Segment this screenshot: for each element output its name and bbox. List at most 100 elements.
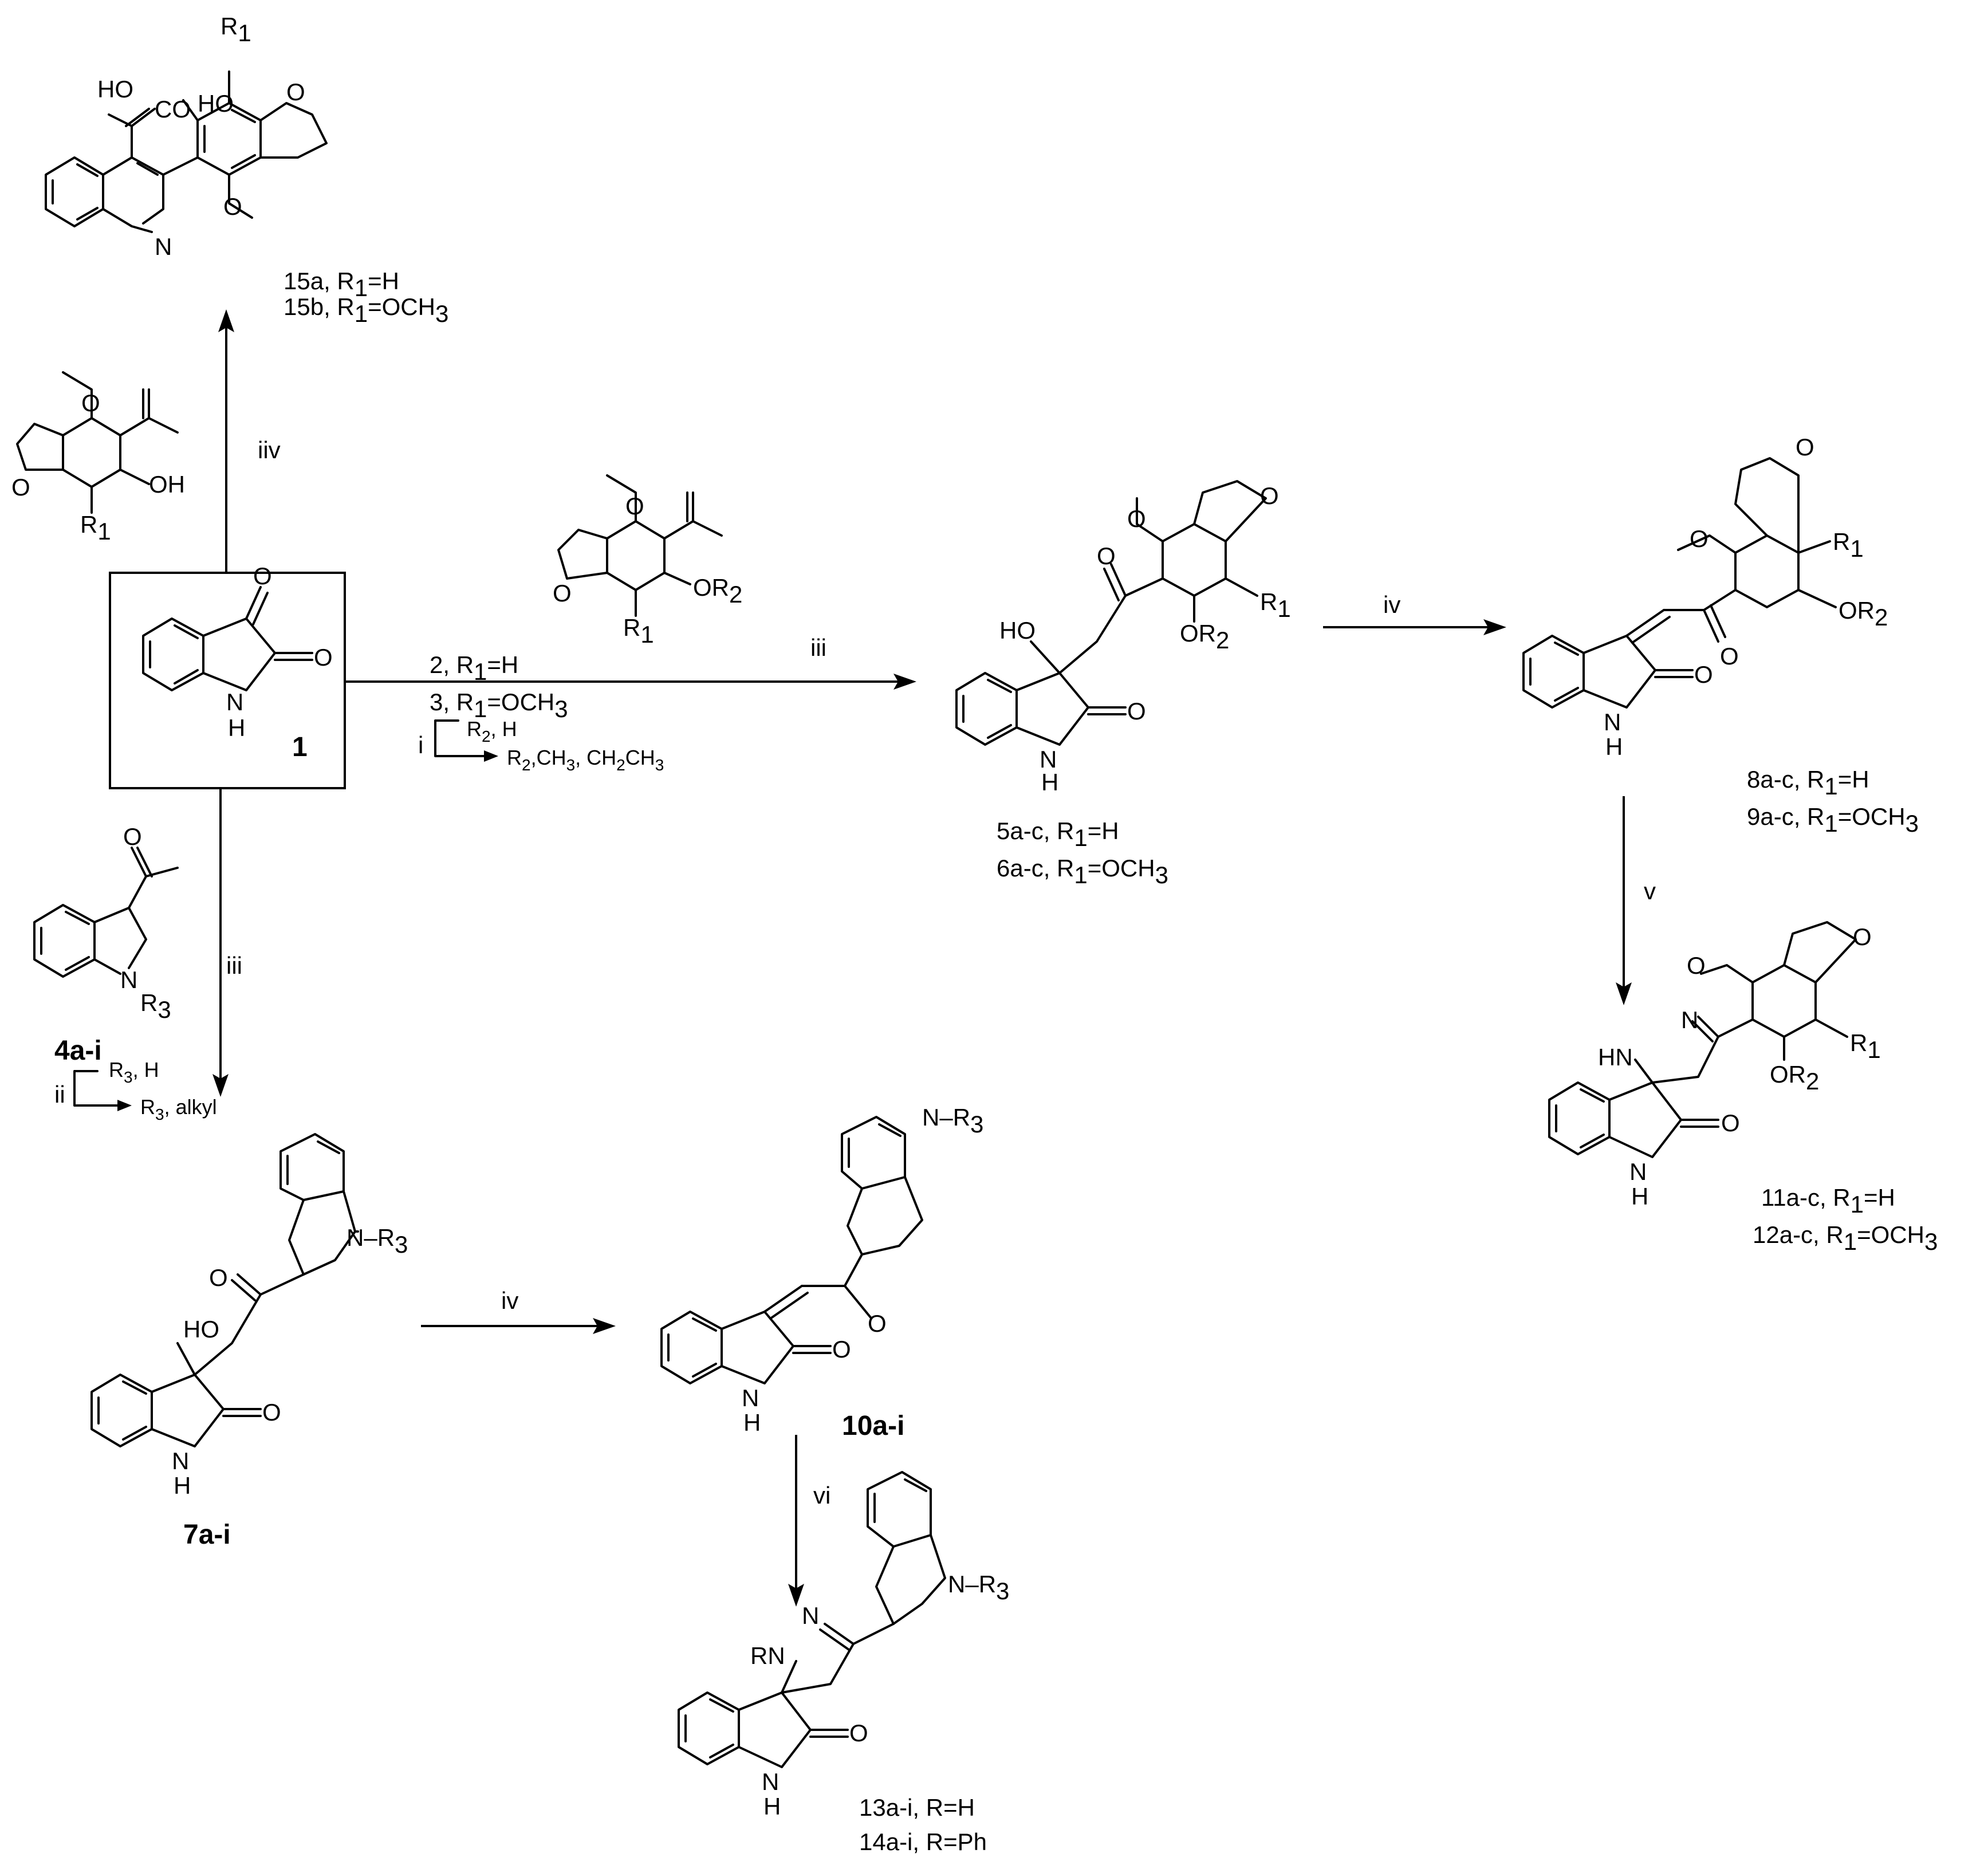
bond [606,474,723,617]
post: , CH [575,746,616,769]
text: R [1800,803,1824,830]
sub: 1 [238,19,251,46]
atom-ho: HO [198,90,234,117]
atom-o: O [11,474,30,501]
reagent-2-3: O O OR2 R1 [553,474,742,648]
bond [1608,1081,1682,1158]
atom-o: O [553,580,572,607]
bond [1136,480,1267,623]
sub: 3 [970,1111,983,1138]
bond [841,1116,906,1190]
label-5: 5a-c, R1=H [997,817,1119,851]
arrow-head [1616,982,1632,1005]
bond [151,1374,225,1447]
tail: =H [487,651,518,678]
tail: =OCH [1088,855,1155,882]
atom-or2: OR2 [1180,620,1229,654]
atom-o: O [1127,698,1146,725]
atom-n-r3: N–R3 [948,1571,1009,1604]
bond [1634,1016,1754,1084]
atom-n-r3: N–R3 [347,1224,408,1258]
bond [955,672,1018,746]
atom-r1: R1 [80,511,111,545]
sub: 1 [474,658,487,685]
bond [557,529,608,580]
compound-3-id: 3, [430,688,450,715]
sub: 3 [566,756,576,774]
atom-ho-acid: HO [97,76,133,103]
atom-o: O [1687,952,1706,979]
sub: 3 [996,1577,1009,1604]
atom-h: H [228,714,245,741]
sub: 1 [1074,861,1087,888]
sub: 1 [1844,1228,1857,1255]
bond [667,1317,717,1378]
post: , H [133,1058,159,1081]
sub: 1 [355,274,368,301]
atom-rn: RN [750,1642,785,1669]
bond [222,1408,262,1417]
bond [1555,1088,1605,1148]
atom-or2: OR2 [693,574,742,608]
bond [1030,563,1164,674]
atom-h: H [763,1793,781,1820]
tail: =OCH [487,688,554,715]
compound-2-id: 2, [430,651,450,678]
arrow-v: v [1616,796,1656,1005]
bond [102,156,164,233]
sub-1: 1 [640,621,654,648]
atom-n-r3: N–R3 [922,1104,983,1138]
or: OR [1839,597,1875,624]
bond [108,108,159,176]
arrow-head [218,309,234,332]
label-2: 2, R1=H [430,651,518,685]
atom-o: O [1097,542,1116,569]
arrow-head [117,1100,132,1111]
compound-13-14: O N RN N–R3 N H 13a-i, R=H 14a-i, R=Ph [678,1471,1009,1855]
sub: 1 [1867,1036,1880,1063]
text: R=Ph [919,1828,987,1855]
atom-h: H [174,1472,191,1499]
tail: =OCH [368,293,435,320]
atom-o: O [1690,525,1709,552]
condition-vi: vi [813,1482,830,1509]
bond [202,617,276,691]
sub: 3 [155,1105,164,1123]
bond [873,1478,927,1523]
text: , R [324,267,355,294]
bond [62,371,179,514]
sub: 1 [97,518,111,545]
atom-ho: HO [999,617,1036,644]
atom-h: H [1631,1183,1648,1210]
atom-n: N [155,233,172,260]
bond [1582,635,1656,709]
sub: 1 [355,300,368,327]
atom-h: H [1605,733,1623,760]
bond [678,1691,740,1765]
bond [162,156,199,176]
sub-r3-alkyl: R3, alkyl [140,1095,217,1123]
bond [1680,1119,1719,1128]
bond [792,1345,832,1354]
atom-n: N [742,1384,759,1411]
atom-h: H [1041,769,1058,796]
atom-r1: R1 [1833,528,1864,562]
atom-o: O [1694,661,1713,688]
arrow-head [212,1074,229,1097]
arrow-iv-bottom: iv [421,1287,616,1334]
text: , R [324,293,355,320]
condition-iiv: iiv [258,436,281,463]
nr: N–R [347,1224,395,1251]
bond [203,109,256,169]
r: R [1850,1029,1867,1056]
sub: 1 [1851,1191,1864,1218]
bond [848,1123,902,1168]
atom-r1: R1 [221,13,251,46]
atom-or2: OR2 [1770,1061,1819,1095]
bond [52,163,99,221]
pre: R [467,717,482,741]
sub: 3 [158,996,171,1023]
atom-co: CO [155,96,191,123]
condition-ii: ii [54,1081,65,1108]
label-13: 13a-i, R=H [859,1794,975,1821]
